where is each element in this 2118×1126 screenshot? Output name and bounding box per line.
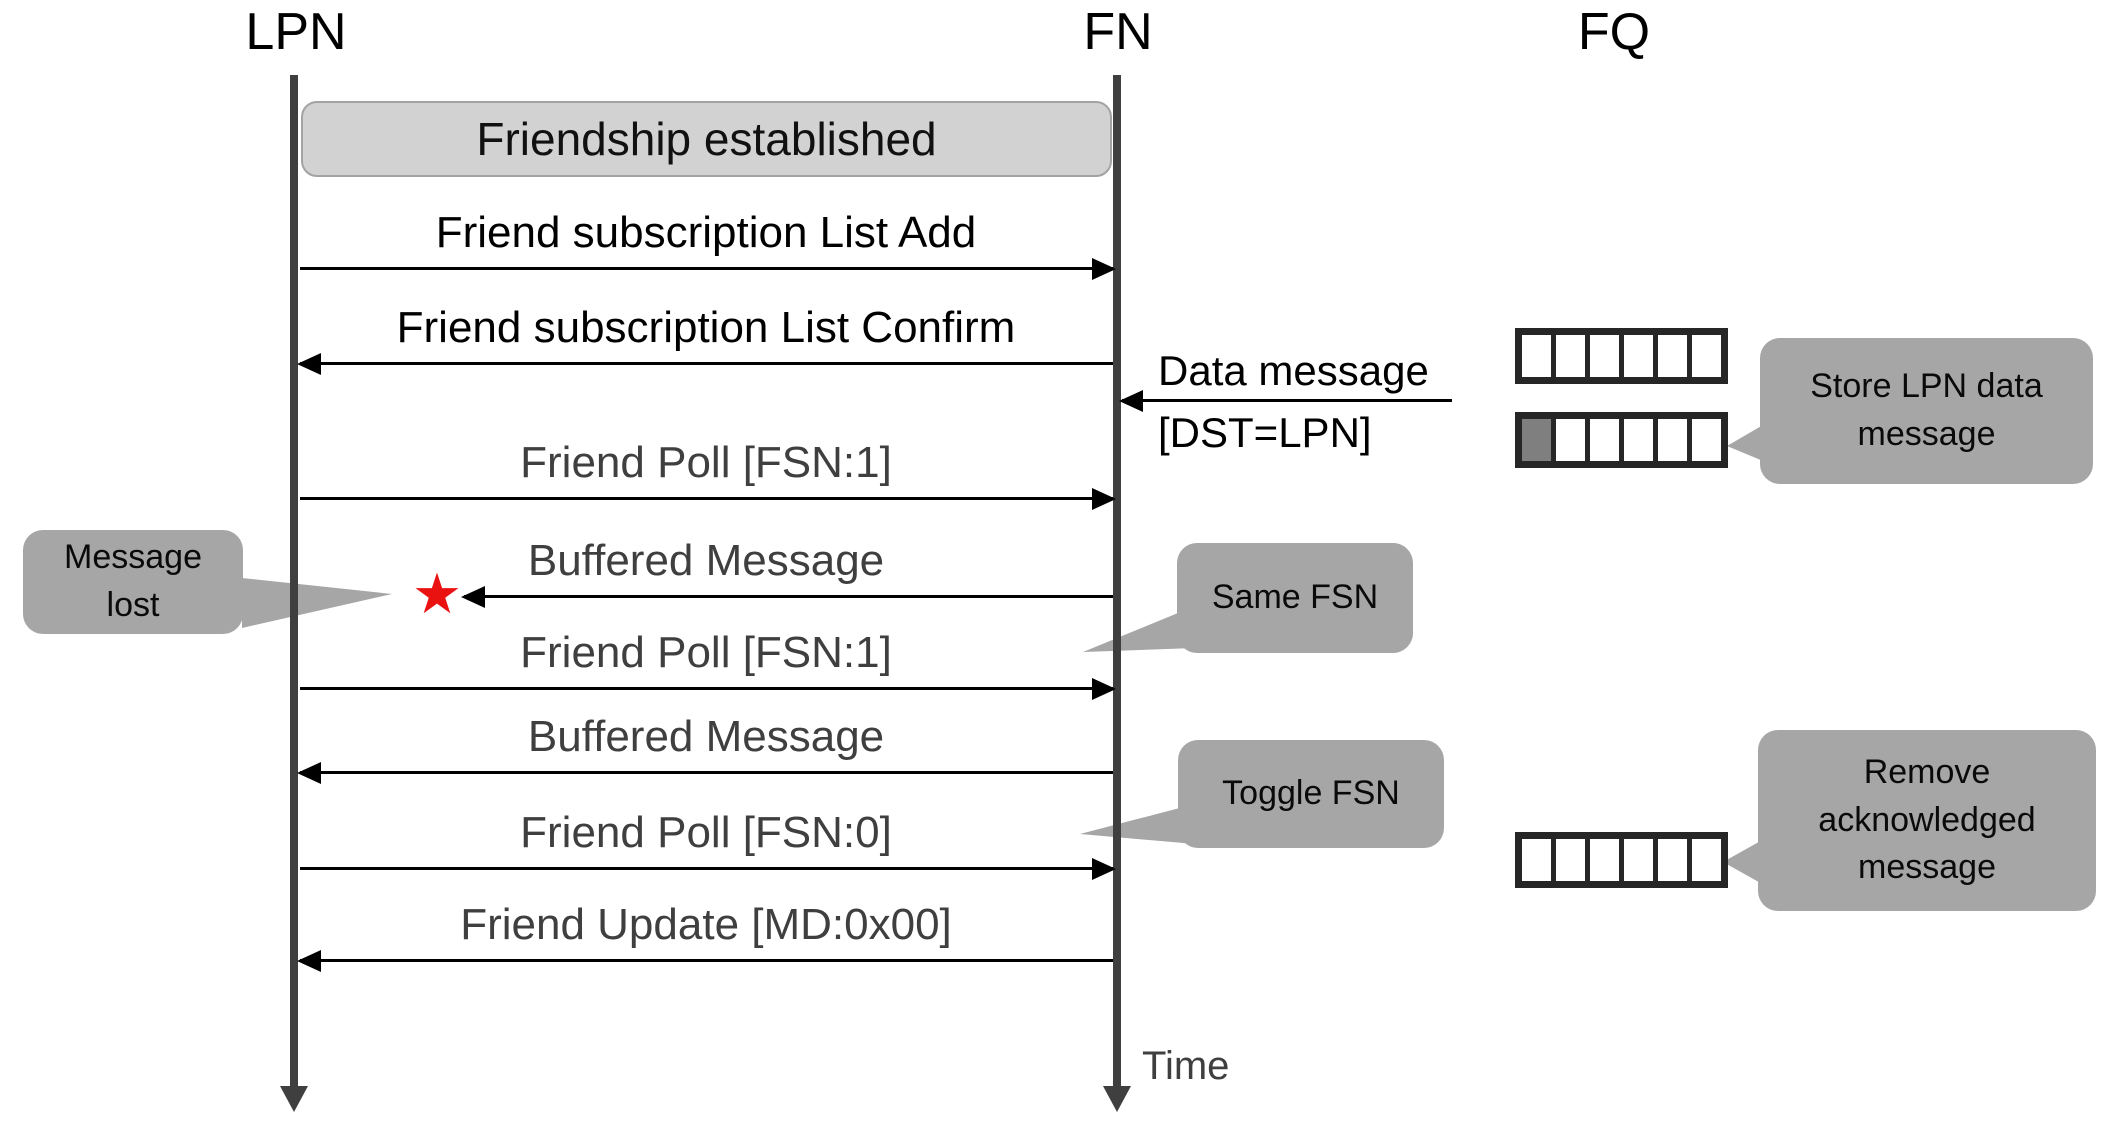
time-axis-label: Time <box>1142 1044 1230 1088</box>
queue-cell <box>1624 335 1658 377</box>
data-message-label: Data message <box>1158 347 1429 394</box>
arrow-fn-to-lpn <box>300 362 1113 365</box>
queue-cell <box>1522 839 1556 881</box>
message-label: Friend Update [MD:0x00] <box>460 900 952 949</box>
lifeline-label-lpn: LPN <box>245 3 347 61</box>
arrow-fn-to-lpn <box>300 959 1113 962</box>
queue-cell <box>1556 335 1590 377</box>
arrow-lpn-to-fn <box>300 867 1113 870</box>
message-label: Friend Poll [FSN:1] <box>520 438 892 487</box>
queue-cell <box>1692 839 1721 881</box>
message-label: Friend subscription List Add <box>435 208 977 257</box>
toggle-fsn-callout-tail <box>1080 804 1195 844</box>
queue-cell <box>1556 419 1590 461</box>
message-label: Friend Poll [FSN:0] <box>520 808 892 857</box>
queue-cell <box>1556 839 1590 881</box>
queue-cell <box>1624 419 1658 461</box>
same-fsn-callout-tail <box>1083 606 1195 652</box>
message-label: Friend Poll [FSN:1] <box>520 628 892 677</box>
message-lost-callout: Message lost <box>23 530 243 634</box>
queue-cell <box>1692 419 1721 461</box>
store-lpn-data-callout: Store LPN data message <box>1760 338 2093 484</box>
same-fsn-callout: Same FSN <box>1177 543 1413 653</box>
message-lost-callout-tail <box>242 578 392 628</box>
toggle-fsn-callout: Toggle FSN <box>1178 740 1444 848</box>
friendship-established-banner: Friendship established <box>301 101 1112 177</box>
lifeline-fn <box>1113 75 1121 1087</box>
arrow-fn-to-lpn <box>300 771 1113 774</box>
message-lost-star-icon: ★ <box>411 562 463 625</box>
lifeline-label-fn: FN <box>1083 3 1153 61</box>
arrow-fn-to-lpn-interrupted <box>464 595 1113 598</box>
queue-cell <box>1522 419 1556 461</box>
lifeline-lpn <box>290 75 298 1087</box>
arrow-lpn-to-fn <box>300 267 1113 270</box>
data-message-sublabel: [DST=LPN] <box>1158 409 1372 456</box>
arrow-network-to-fn <box>1122 399 1452 402</box>
queue-cell <box>1692 335 1721 377</box>
message-label: Friend subscription List Confirm <box>396 303 1016 352</box>
message-label: Buffered Message <box>527 712 885 761</box>
queue-cell <box>1522 335 1556 377</box>
remove-acknowledged-callout: Remove acknowledged message <box>1758 730 2096 911</box>
queue-cell <box>1658 839 1692 881</box>
friend-queue-initial <box>1515 328 1728 384</box>
queue-cell <box>1658 419 1692 461</box>
queue-cell <box>1590 419 1624 461</box>
arrow-lpn-to-fn <box>300 687 1113 690</box>
message-label: Buffered Message <box>527 536 885 585</box>
queue-cell <box>1658 335 1692 377</box>
queue-cell <box>1590 335 1624 377</box>
friend-queue-after-remove <box>1515 832 1728 888</box>
arrow-lpn-to-fn <box>300 497 1113 500</box>
lifeline-label-fq: FQ <box>1577 3 1651 61</box>
friend-queue-after-store <box>1515 412 1728 468</box>
queue-cell <box>1624 839 1658 881</box>
queue-cell <box>1590 839 1624 881</box>
